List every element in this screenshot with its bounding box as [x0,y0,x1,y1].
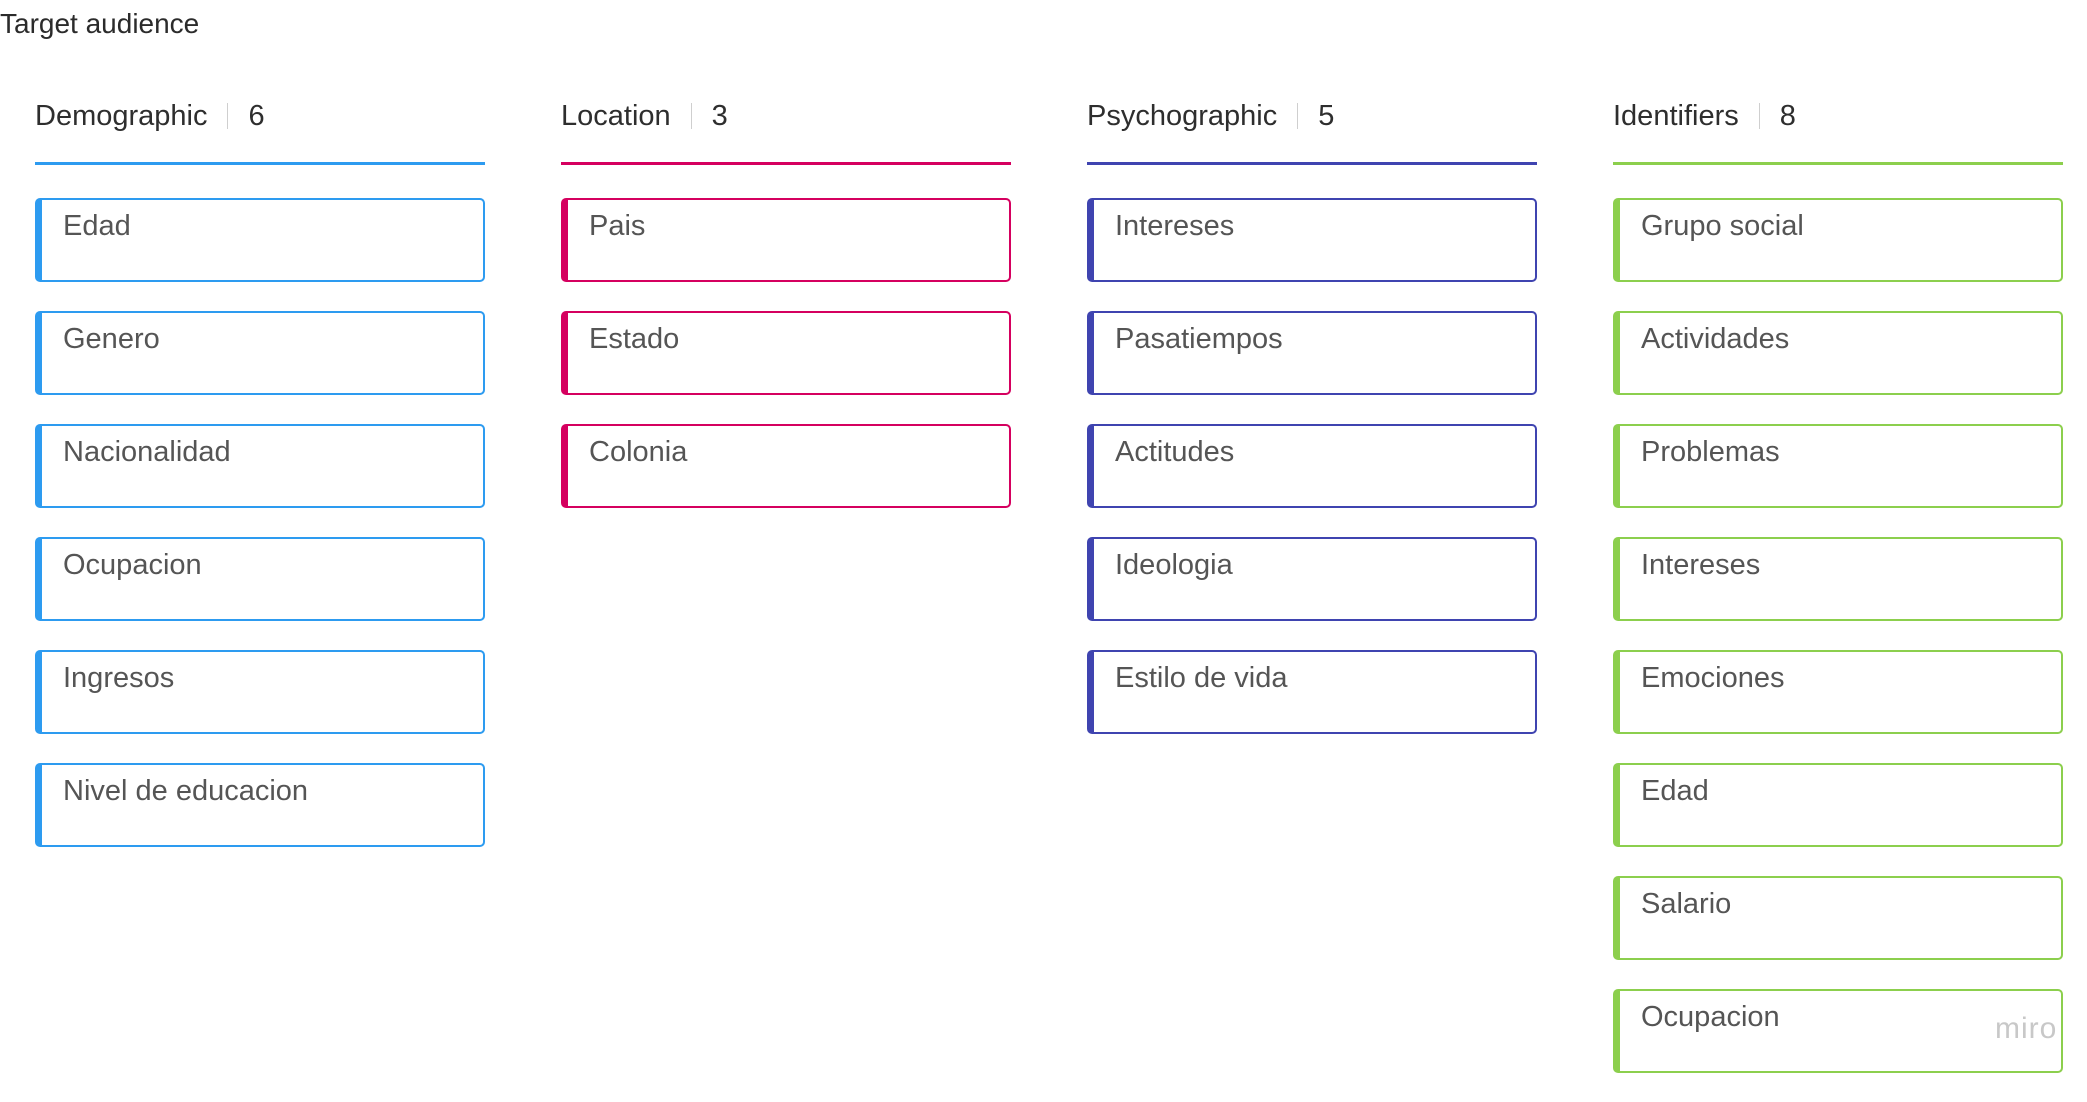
card-list: Edad Genero Nacionalidad Ocupacion Ingre… [35,198,485,847]
card-list: Grupo social Actividades Problemas Inter… [1613,198,2063,1073]
card[interactable]: Pasatiempos [1087,311,1537,395]
card[interactable]: Intereses [1087,198,1537,282]
card[interactable]: Ocupacion [1613,989,2063,1073]
column-header[interactable]: Psychographic 5 [1087,96,1537,136]
column-psychographic: Psychographic 5 Intereses Pasatiempos Ac… [1087,96,1537,1102]
card[interactable]: Intereses [1613,537,2063,621]
card[interactable]: Nivel de educacion [35,763,485,847]
card[interactable]: Actitudes [1087,424,1537,508]
kanban-columns: Demographic 6 Edad Genero Nacionalidad O… [35,96,2063,1102]
card[interactable]: Edad [1613,763,2063,847]
header-divider [690,103,692,129]
column-title: Demographic [35,99,208,132]
miro-logo: miro [1995,1012,2058,1045]
card[interactable]: Emociones [1613,650,2063,734]
column-title: Psychographic [1087,99,1278,132]
card[interactable]: Estado [561,311,1011,395]
card[interactable]: Actividades [1613,311,2063,395]
card-list: Pais Estado Colonia [561,198,1011,508]
card-count: 5 [1318,99,1335,132]
header-divider [227,103,229,129]
card[interactable]: Ocupacion [35,537,485,621]
card-count: 8 [1779,99,1796,132]
header-divider [1297,103,1299,129]
card[interactable]: Ingresos [35,650,485,734]
card-count: 3 [711,99,728,132]
column-color-line [1613,162,2063,165]
card[interactable]: Colonia [561,424,1011,508]
column-location: Location 3 Pais Estado Colonia [561,96,1011,1102]
column-identifiers: Identifiers 8 Grupo social Actividades P… [1613,96,2063,1102]
card[interactable]: Estilo de vida [1087,650,1537,734]
column-color-line [35,162,485,165]
column-header[interactable]: Demographic 6 [35,96,485,136]
column-header[interactable]: Identifiers 8 [1613,96,2063,136]
column-title: Location [561,99,671,132]
header-divider [1758,103,1760,129]
card[interactable]: Problemas [1613,424,2063,508]
card[interactable]: Grupo social [1613,198,2063,282]
card[interactable]: Edad [35,198,485,282]
card[interactable]: Salario [1613,876,2063,960]
column-header[interactable]: Location 3 [561,96,1011,136]
card[interactable]: Nacionalidad [35,424,485,508]
card[interactable]: Pais [561,198,1011,282]
card[interactable]: Ideologia [1087,537,1537,621]
board-title: Target audience [0,8,200,39]
column-color-line [1087,162,1537,165]
column-title: Identifiers [1613,99,1739,132]
card[interactable]: Genero [35,311,485,395]
card-list: Intereses Pasatiempos Actitudes Ideologi… [1087,198,1537,734]
column-demographic: Demographic 6 Edad Genero Nacionalidad O… [35,96,485,1102]
column-color-line [561,162,1011,165]
card-count: 6 [248,99,265,132]
